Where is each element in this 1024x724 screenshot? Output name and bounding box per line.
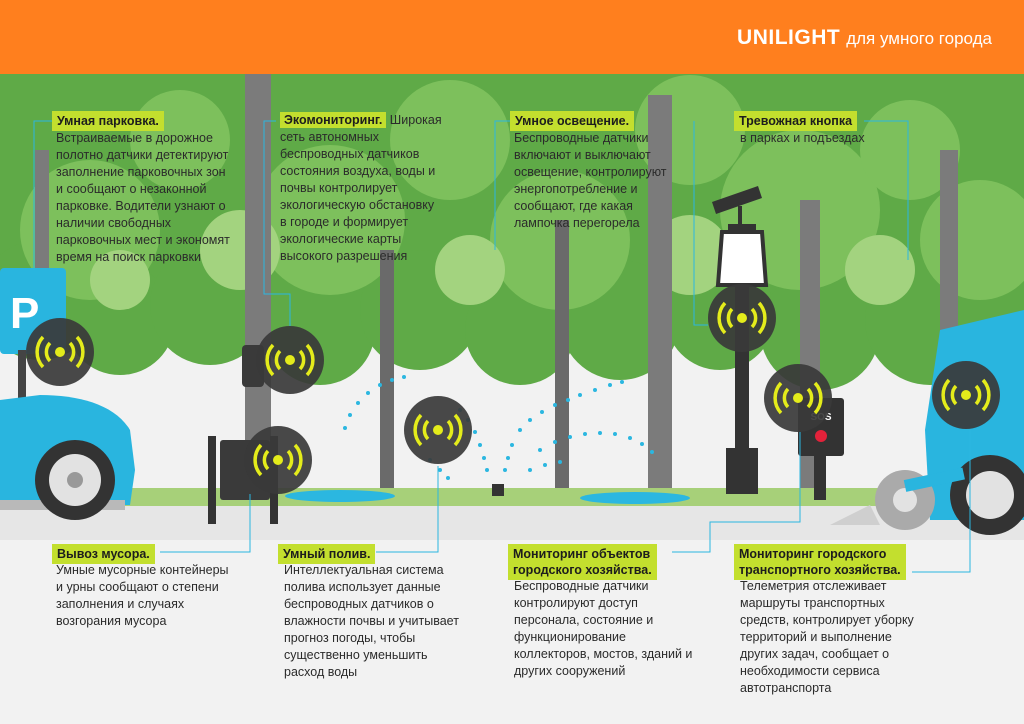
city-scene: P SOS [0, 74, 1024, 540]
feature-text-utilities: Беспроводные датчики контролируют доступ… [514, 579, 693, 678]
water-puddle [580, 492, 690, 504]
wireless-sensor-icon [404, 396, 472, 464]
wireless-sensor-icon [26, 318, 94, 386]
feature-title-lighting: Умное освещение. [510, 111, 635, 131]
wireless-sensor-icon [932, 361, 1000, 429]
wireless-sensor-icon [708, 284, 776, 352]
feature-text-eco: Широкая сеть автономных беспроводных дат… [280, 113, 442, 263]
sprinkler-spray [343, 375, 654, 480]
feature-text-parking: Встраиваемые в дорожное полотно датчики … [56, 131, 230, 264]
feature-title-eco: Экомониторинг. [280, 112, 387, 128]
feature-eco: Экомониторинг. Широкая сеть автономных б… [280, 112, 490, 265]
feature-text-alarm: в парках и подъездах [740, 131, 865, 145]
header-bar [0, 0, 1024, 74]
brand: UNILIGHT для умного города [737, 26, 992, 50]
brand-name: UNILIGHT [737, 26, 841, 49]
feature-title-utilities: Мониторинг объектов городского хозяйства… [508, 544, 657, 580]
feature-text-lighting: Беспроводные датчики включают и выключаю… [514, 131, 667, 230]
brand-tagline: для умного города [846, 29, 992, 48]
sprinkler-icon [492, 484, 504, 496]
water-puddle [285, 490, 395, 502]
feature-title-transport: Мониторинг городского транспортного хозя… [734, 544, 906, 580]
feature-text-transport: Телеметрия отслеживает маршруты транспор… [740, 579, 914, 695]
wireless-sensor-icon [244, 426, 312, 494]
feature-title-alarm: Тревожная кнопка [734, 111, 858, 131]
wireless-sensor-icon [256, 326, 324, 394]
feature-title-waste: Вывоз мусора. [52, 544, 155, 564]
feature-text-waste: Умные мусорные контейнеры и урны сообщаю… [56, 563, 229, 628]
feature-title-irrigation: Умный полив. [278, 544, 376, 564]
car-icon [0, 395, 135, 520]
camera-icon [712, 186, 762, 224]
wireless-sensor-icon [764, 364, 832, 432]
feature-text-irrigation: Интеллектуальная система полива использу… [284, 563, 459, 679]
feature-title-parking: Умная парковка. [52, 111, 164, 131]
